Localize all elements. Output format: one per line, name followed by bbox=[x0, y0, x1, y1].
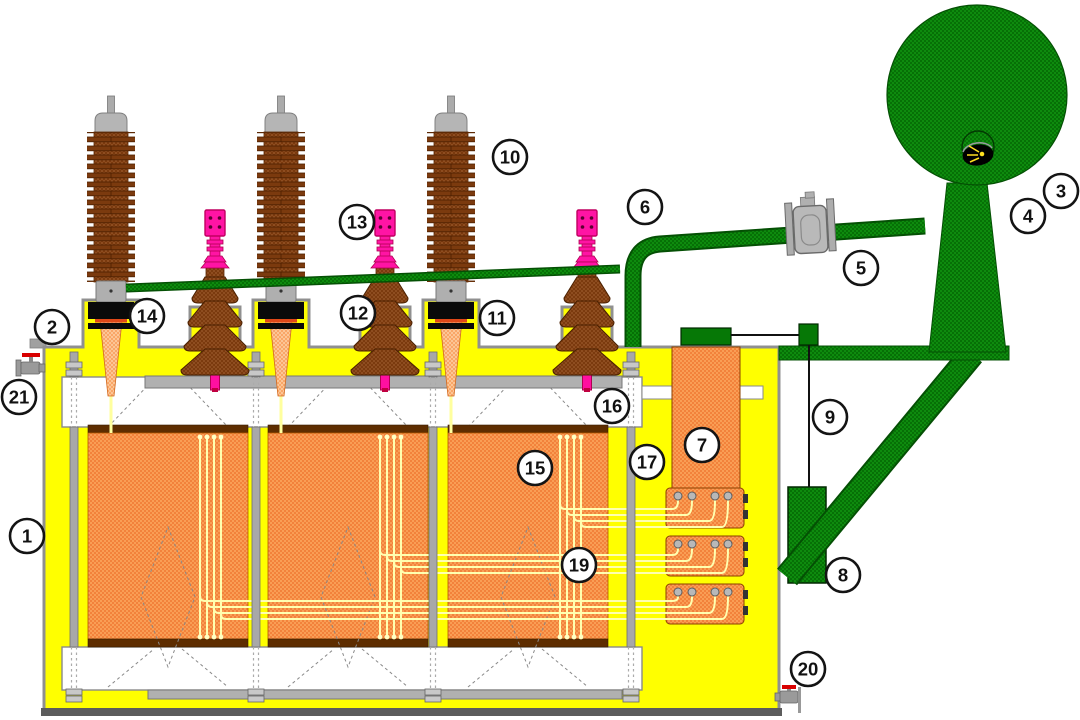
callout-13: 13 bbox=[338, 203, 376, 241]
callout-21-number: 21 bbox=[9, 387, 30, 408]
drain-valve bbox=[774, 685, 801, 713]
callout-15-number: 15 bbox=[525, 458, 546, 479]
callouts: 1 2 3 4 5 6 7 8 9 10 11 12 13 14 15 16 1… bbox=[0, 138, 1080, 688]
callout-8-number: 8 bbox=[838, 565, 848, 586]
buchholz-relay bbox=[784, 191, 837, 256]
callout-21: 21 bbox=[0, 378, 38, 416]
tap-lead-wiring bbox=[199, 500, 729, 620]
conservator-pipe bbox=[626, 219, 926, 347]
callout-15: 15 bbox=[516, 449, 554, 487]
lv-bushing-1 bbox=[180, 209, 250, 376]
tap-changer-column bbox=[671, 346, 741, 489]
callout-4-number: 4 bbox=[1023, 206, 1034, 227]
callout-10: 10 bbox=[491, 138, 529, 176]
callout-3: 3 bbox=[1042, 172, 1080, 210]
callout-6: 6 bbox=[626, 188, 664, 226]
callout-13-number: 13 bbox=[347, 212, 368, 233]
callout-1: 1 bbox=[8, 517, 46, 555]
callout-7: 7 bbox=[683, 426, 721, 464]
lv-bushing-3 bbox=[552, 209, 622, 376]
callout-14: 14 bbox=[128, 297, 166, 335]
callout-20: 20 bbox=[789, 650, 827, 688]
callout-19-number: 19 bbox=[569, 555, 590, 576]
valve-handle bbox=[782, 685, 796, 689]
bevel-gear-box bbox=[798, 323, 819, 346]
oil-level-indicator bbox=[961, 130, 995, 166]
callout-11-number: 11 bbox=[487, 308, 507, 329]
conservator-strut bbox=[778, 346, 981, 585]
tap-changer-head bbox=[680, 327, 732, 346]
conservator-tank bbox=[886, 4, 1068, 186]
valve-handle bbox=[22, 353, 40, 357]
pipework bbox=[624, 4, 1068, 586]
callout-1-number: 1 bbox=[22, 526, 32, 547]
bottom-yoke-band bbox=[61, 646, 643, 691]
hv-lead-wires bbox=[109, 394, 453, 433]
callout-17: 17 bbox=[628, 443, 666, 481]
tap-changer bbox=[199, 346, 749, 625]
left-valve bbox=[15, 353, 46, 377]
callout-6-number: 6 bbox=[640, 197, 650, 218]
callout-3-number: 3 bbox=[1056, 181, 1066, 202]
callout-20-number: 20 bbox=[798, 659, 819, 680]
callout-9: 9 bbox=[811, 398, 849, 436]
callout-9-number: 9 bbox=[825, 407, 835, 428]
callout-2-number: 2 bbox=[47, 317, 57, 338]
conservator-support bbox=[928, 182, 1007, 353]
callout-19: 19 bbox=[560, 546, 598, 584]
callout-16-number: 16 bbox=[602, 396, 623, 417]
bottom-clamp-beam bbox=[147, 689, 623, 700]
callout-12: 12 bbox=[339, 294, 377, 332]
callout-7-number: 7 bbox=[697, 435, 707, 456]
callout-10-number: 10 bbox=[500, 147, 521, 168]
callout-5-number: 5 bbox=[856, 258, 866, 279]
callout-2: 2 bbox=[33, 308, 71, 346]
callout-16: 16 bbox=[593, 387, 631, 425]
tank-bottom-edge bbox=[41, 708, 782, 716]
callout-4: 4 bbox=[1009, 197, 1047, 235]
callout-12-number: 12 bbox=[348, 303, 369, 324]
bushing-leads bbox=[109, 373, 592, 433]
gauge-needle-hub bbox=[979, 151, 985, 157]
callout-17-number: 17 bbox=[637, 452, 658, 473]
bushing-cable bbox=[125, 264, 621, 293]
callout-5: 5 bbox=[842, 249, 880, 287]
callout-11: 11 bbox=[478, 299, 516, 337]
callout-8: 8 bbox=[824, 556, 862, 594]
gauge-needle bbox=[967, 145, 980, 163]
callout-14-number: 14 bbox=[137, 306, 158, 327]
